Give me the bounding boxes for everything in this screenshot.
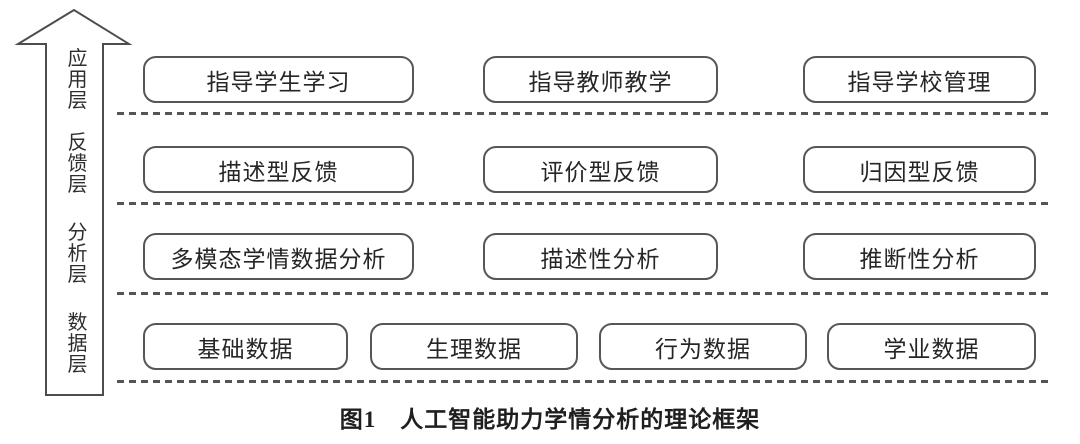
framework-node: 描述型反馈 bbox=[143, 146, 414, 193]
framework-node: 行为数据 bbox=[599, 323, 807, 370]
framework-node: 多模态学情数据分析 bbox=[143, 233, 414, 280]
figure-caption: 图1 人工智能助力学情分析的理论框架 bbox=[339, 407, 761, 432]
up-arrow bbox=[14, 8, 133, 396]
arrow-layer-label-feedback: 反馈层 bbox=[64, 131, 86, 195]
framework-node: 基础数据 bbox=[143, 323, 348, 370]
framework-node: 推断性分析 bbox=[803, 233, 1036, 280]
dashed-separator bbox=[117, 112, 1048, 115]
framework-node: 评价型反馈 bbox=[483, 146, 718, 193]
arrow-layer-label-data: 数据层 bbox=[64, 311, 86, 375]
arrow-layer-label-application: 应用层 bbox=[64, 47, 86, 111]
framework-node: 学业数据 bbox=[827, 323, 1036, 370]
framework-node: 指导学生学习 bbox=[143, 56, 414, 103]
framework-node: 描述性分析 bbox=[483, 233, 718, 280]
framework-node: 生理数据 bbox=[370, 323, 578, 370]
dashed-separator bbox=[117, 292, 1048, 295]
framework-node: 归因型反馈 bbox=[803, 146, 1036, 193]
arrow-layer-label-analysis: 分析层 bbox=[64, 221, 86, 285]
dashed-separator bbox=[117, 202, 1048, 205]
framework-node: 指导学校管理 bbox=[803, 56, 1036, 103]
dashed-separator bbox=[117, 380, 1048, 383]
framework-node: 指导教师教学 bbox=[483, 56, 718, 103]
